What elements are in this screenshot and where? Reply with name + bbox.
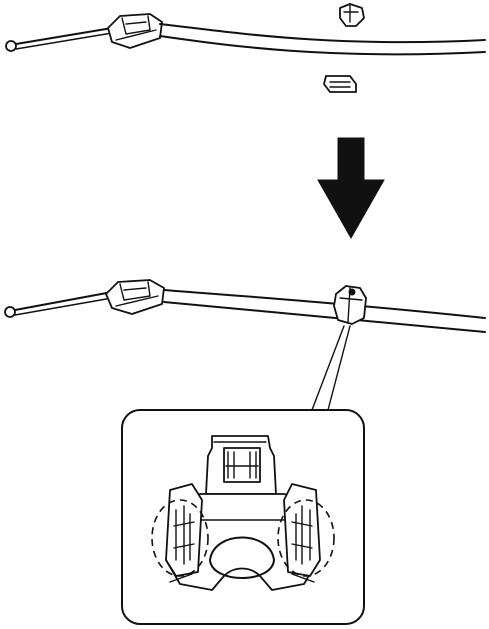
highlight-circle-left xyxy=(151,499,209,577)
cable-inner-rod xyxy=(15,27,113,45)
cable-boot xyxy=(105,279,165,315)
cable-outer-casing xyxy=(163,289,486,319)
locking-tab-right xyxy=(283,483,321,577)
clip-icon xyxy=(339,3,365,27)
installed-clip xyxy=(333,285,367,325)
cable-end-fitting xyxy=(5,40,17,52)
cable-inner-rod xyxy=(14,291,113,311)
cable-end-fitting xyxy=(4,306,16,318)
highlight-circle-right xyxy=(277,499,335,577)
cable-assembly-after xyxy=(4,279,486,333)
cable-outer-casing xyxy=(159,23,486,44)
clip-upper-block xyxy=(205,435,277,495)
detail-frame xyxy=(121,409,365,625)
arrow-down-icon xyxy=(317,137,385,240)
magnify-callout-icon xyxy=(311,325,351,411)
clip-base-icon xyxy=(323,75,357,93)
cable-boot xyxy=(107,13,163,49)
detail-view xyxy=(121,409,365,625)
cable-assembly-before xyxy=(5,13,486,56)
locking-tab-left xyxy=(165,483,203,577)
